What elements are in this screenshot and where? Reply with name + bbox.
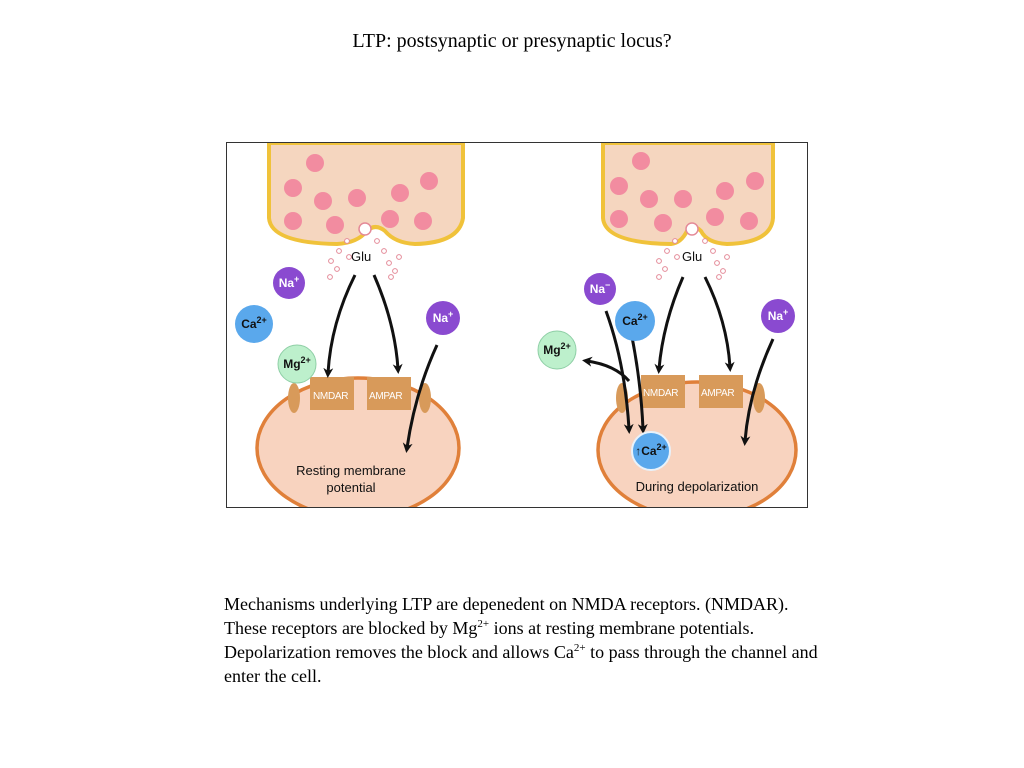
- svg-text:Na+: Na+: [768, 307, 789, 323]
- left-nmdar-receptor: [310, 377, 354, 410]
- left-panel: Glu NMDAR AMPAR Na+ Ca2+: [235, 143, 465, 507]
- left-nmdar-label: NMDAR: [313, 391, 348, 402]
- right-mg-ion: Mg2+: [537, 330, 577, 370]
- vesicle: [381, 210, 399, 228]
- vesicle: [674, 190, 692, 208]
- vesicle: [632, 152, 650, 170]
- vesicle: [306, 154, 324, 172]
- right-caption: During depolarization: [636, 479, 759, 494]
- right-na-ion-2: Na+: [761, 299, 795, 333]
- right-nmdar-receptor: [641, 375, 685, 408]
- ltp-diagram-svg: Glu NMDAR AMPAR Na+ Ca2+: [235, 143, 798, 507]
- right-mg-expulsion-arrow: [582, 356, 631, 383]
- svg-text:Mg2+: Mg2+: [283, 355, 311, 371]
- body-caption: Mechanisms underlying LTP are depenedent…: [224, 592, 834, 688]
- left-glu-label: Glu: [351, 249, 371, 264]
- left-caption-line1: Resting membrane: [296, 463, 406, 478]
- vesicle: [326, 216, 344, 234]
- right-ampar-label: AMPAR: [701, 388, 734, 399]
- right-ampar-receptor: [699, 375, 743, 408]
- vesicle: [610, 210, 628, 228]
- right-na-influx-through-nmdar-arrow: [604, 310, 634, 434]
- vesicle: [314, 192, 332, 210]
- left-na-ion-1: Na+: [273, 267, 305, 299]
- right-panel: Glu NMDAR AMPAR Na− Ca2+: [537, 143, 798, 507]
- left-ampar-receptor: [367, 377, 411, 410]
- right-glu-label: Glu: [682, 249, 702, 264]
- vesicle: [284, 212, 302, 230]
- ltp-figure: Glu NMDAR AMPAR Na+ Ca2+: [226, 142, 808, 508]
- svg-text:Na−: Na−: [590, 280, 611, 296]
- left-glu-to-ampar-arrow: [372, 274, 403, 374]
- right-vesicles: [610, 152, 764, 232]
- left-ampar-label: AMPAR: [369, 391, 402, 402]
- right-glu-to-ampar-arrow: [703, 276, 735, 372]
- caption-sup-mg: 2+: [477, 618, 490, 630]
- vesicle: [640, 190, 658, 208]
- right-na-ion-1: Na−: [584, 273, 616, 305]
- right-intracellular-ca-ion: ↑Ca2+: [631, 431, 671, 471]
- vesicle: [740, 212, 758, 230]
- left-na-influx-arrow: [402, 344, 439, 453]
- vesicle: [610, 177, 628, 195]
- caption-part-2: ions at resting membrane potentials. Dep…: [224, 618, 755, 662]
- left-vesicles: [284, 154, 438, 234]
- svg-text:Na+: Na+: [279, 274, 300, 290]
- left-na-ion-2: Na+: [426, 301, 460, 335]
- right-glu-to-nmdar-arrow: [654, 276, 685, 374]
- vesicle: [391, 184, 409, 202]
- right-postsynaptic-cell: [596, 380, 798, 507]
- fusing-vesicle: [685, 222, 699, 236]
- left-ca-ion: Ca2+: [235, 305, 273, 343]
- slide-title: LTP: postsynaptic or presynaptic locus?: [352, 30, 672, 52]
- svg-text:↑Ca2+: ↑Ca2+: [635, 442, 667, 458]
- vesicle: [348, 189, 366, 207]
- left-mg-ion: Mg2+: [277, 344, 317, 384]
- right-ca-influx-arrow: [630, 336, 648, 434]
- vesicle: [746, 172, 764, 190]
- right-ca-ion: Ca2+: [615, 301, 655, 341]
- svg-text:Mg2+: Mg2+: [543, 341, 571, 357]
- left-glutamate-dots: [327, 238, 402, 280]
- caption-part-1: Mechanisms underlying LTP are depenedent…: [224, 594, 789, 638]
- vesicle: [654, 214, 672, 232]
- vesicle: [716, 182, 734, 200]
- caption-sup-ca: 2+: [573, 642, 586, 654]
- right-glutamate-dots: [656, 238, 730, 280]
- vesicle: [284, 179, 302, 197]
- vesicle: [420, 172, 438, 190]
- right-na-influx-arrow: [740, 338, 775, 446]
- left-glu-to-nmdar-arrow: [323, 274, 357, 378]
- left-caption-line2: potential: [326, 480, 375, 495]
- left-postsynaptic-cell: [255, 376, 461, 507]
- vesicle: [414, 212, 432, 230]
- svg-text:Ca2+: Ca2+: [622, 312, 648, 328]
- left-membrane-channel-caps: [288, 383, 431, 413]
- fusing-vesicle: [358, 222, 372, 236]
- vesicle: [706, 208, 724, 226]
- svg-text:Na+: Na+: [433, 309, 454, 325]
- right-nmdar-label: NMDAR: [643, 388, 678, 399]
- svg-text:Ca2+: Ca2+: [241, 315, 267, 331]
- caption-part-3: to pass through the channel and enter th…: [224, 642, 818, 686]
